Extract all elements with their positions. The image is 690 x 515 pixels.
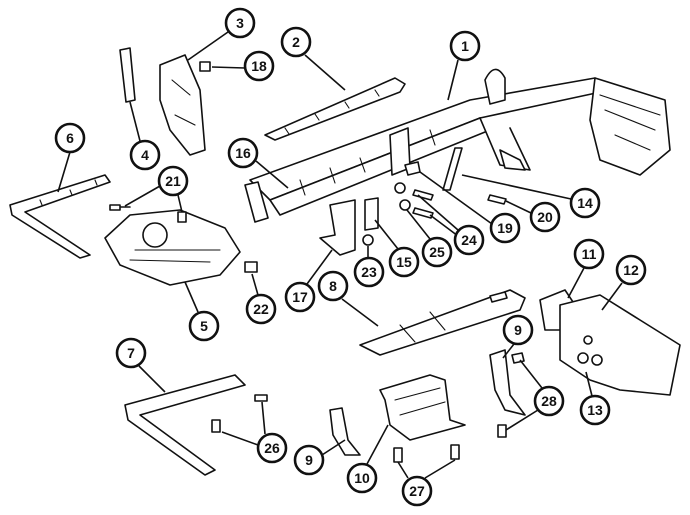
callout-9-right: 9 — [502, 314, 534, 346]
callout-15: 15 — [388, 246, 420, 278]
callout-17: 17 — [284, 281, 316, 313]
part-8-bracket-arm — [359, 289, 526, 356]
callout-25: 25 — [421, 236, 453, 268]
svg-text:27: 27 — [409, 483, 425, 499]
svg-text:2: 2 — [292, 34, 300, 50]
callout-1: 1 — [449, 30, 481, 62]
part-26-bolt — [211, 394, 268, 433]
callout-27: 27 — [401, 475, 433, 507]
callout-8: 8 — [317, 270, 349, 302]
svg-text:7: 7 — [127, 345, 135, 361]
svg-text:9: 9 — [305, 452, 313, 468]
callout-11: 11 — [573, 238, 605, 270]
part-4-strip — [119, 47, 136, 103]
part-9-brace-right — [489, 349, 526, 416]
callout-26: 26 — [256, 432, 288, 464]
part-10-support-bracket — [379, 374, 466, 441]
callout-16: 16 — [227, 137, 259, 169]
svg-text:26: 26 — [264, 440, 280, 456]
callout-9-left: 9 — [293, 444, 325, 476]
svg-text:23: 23 — [361, 264, 377, 280]
part-22-clip — [244, 261, 258, 273]
part-25-washer — [399, 199, 411, 211]
part-20-bolt — [487, 194, 507, 205]
callout-14: 14 — [569, 187, 601, 219]
callout-12: 12 — [615, 254, 647, 286]
part-14-link — [442, 147, 463, 191]
svg-text:28: 28 — [541, 393, 557, 409]
part-24-bolt — [412, 189, 434, 219]
callout-6: 6 — [54, 122, 86, 154]
part-frame — [244, 68, 671, 223]
callout-10: 10 — [346, 462, 378, 494]
svg-text:4: 4 — [141, 147, 149, 163]
part-2-rail-bracket — [264, 77, 406, 141]
svg-text:3: 3 — [236, 15, 244, 31]
callout-2: 2 — [280, 26, 312, 58]
part-12-bumper-end-right — [559, 294, 681, 396]
callout-22: 22 — [245, 293, 277, 325]
part-17-bracket — [319, 199, 356, 256]
part-7-lower-bumper — [124, 374, 246, 476]
part-18-nut — [199, 61, 211, 72]
callout-18: 18 — [243, 50, 275, 82]
svg-text:14: 14 — [577, 195, 593, 211]
callout-20: 20 — [529, 201, 561, 233]
svg-text:17: 17 — [292, 289, 308, 305]
svg-text:22: 22 — [253, 301, 269, 317]
callout-28: 28 — [533, 385, 565, 417]
svg-text:20: 20 — [537, 209, 553, 225]
callout-5: 5 — [188, 310, 220, 342]
callout-23: 23 — [353, 256, 385, 288]
callout-24: 24 — [453, 224, 485, 256]
part-21-bolt — [109, 204, 131, 211]
callout-19: 19 — [489, 212, 521, 244]
svg-text:5: 5 — [200, 318, 208, 334]
part-15-plate — [364, 197, 379, 231]
svg-text:11: 11 — [582, 246, 597, 262]
svg-text:6: 6 — [66, 130, 74, 146]
svg-text:25: 25 — [429, 244, 445, 260]
part-9-brace-left — [329, 407, 361, 456]
part-23-nut — [362, 234, 374, 246]
svg-text:10: 10 — [354, 470, 370, 486]
callout-21: 21 — [157, 165, 189, 197]
part-3-bracket — [159, 54, 206, 156]
svg-text:24: 24 — [461, 232, 477, 248]
svg-text:9: 9 — [514, 322, 522, 338]
svg-text:18: 18 — [251, 58, 267, 74]
svg-text:1: 1 — [461, 38, 469, 54]
callout-7: 7 — [115, 337, 147, 369]
svg-text:19: 19 — [497, 220, 513, 236]
part-5-bumper-end — [104, 209, 241, 286]
svg-text:8: 8 — [329, 278, 337, 294]
part-6-bumper-bar — [9, 174, 111, 259]
svg-text:21: 21 — [165, 173, 181, 189]
callout-4: 4 — [129, 139, 161, 171]
part-27-bolt — [393, 444, 460, 463]
svg-text:16: 16 — [235, 145, 251, 161]
callout-3: 3 — [224, 7, 256, 39]
part-19-spacer — [404, 161, 421, 176]
svg-text:12: 12 — [623, 262, 639, 278]
svg-text:15: 15 — [396, 254, 412, 270]
svg-text:13: 13 — [587, 402, 603, 418]
leader-lines — [57, 31, 623, 479]
callout-13: 13 — [579, 394, 611, 426]
